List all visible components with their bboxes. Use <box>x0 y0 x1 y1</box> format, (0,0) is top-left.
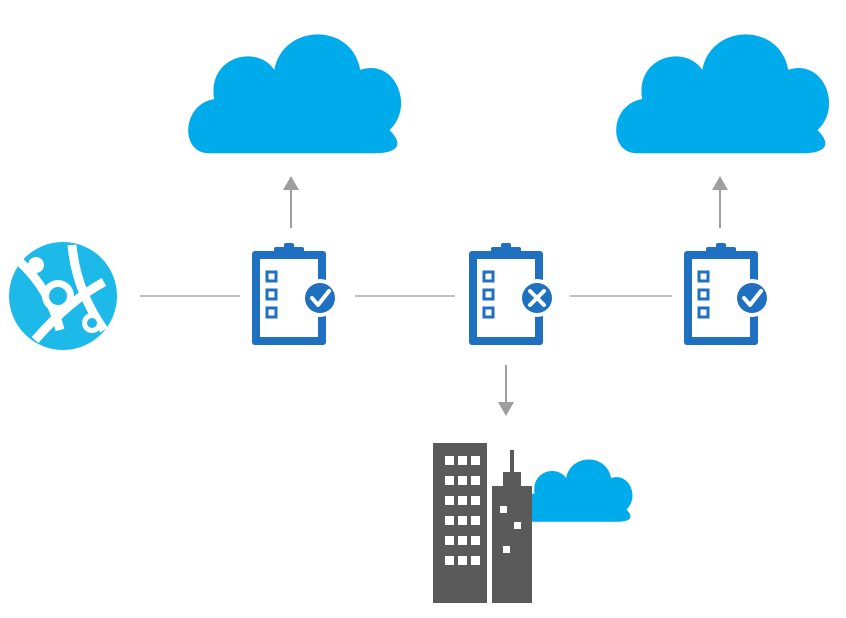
clipboard-check-icon <box>684 243 771 345</box>
cloud-icon <box>188 34 402 154</box>
arrow-up-icon <box>712 176 728 228</box>
arrow-down-icon <box>498 365 514 416</box>
globe-network-icon <box>9 242 117 350</box>
clipboard-check-icon <box>252 243 339 345</box>
cloud-icon <box>521 459 633 522</box>
arrow-up-icon <box>283 176 299 228</box>
clipboard-x-icon <box>469 243 556 345</box>
buildings-with-cloud-icon <box>433 443 633 603</box>
cloud-icon <box>616 34 830 154</box>
